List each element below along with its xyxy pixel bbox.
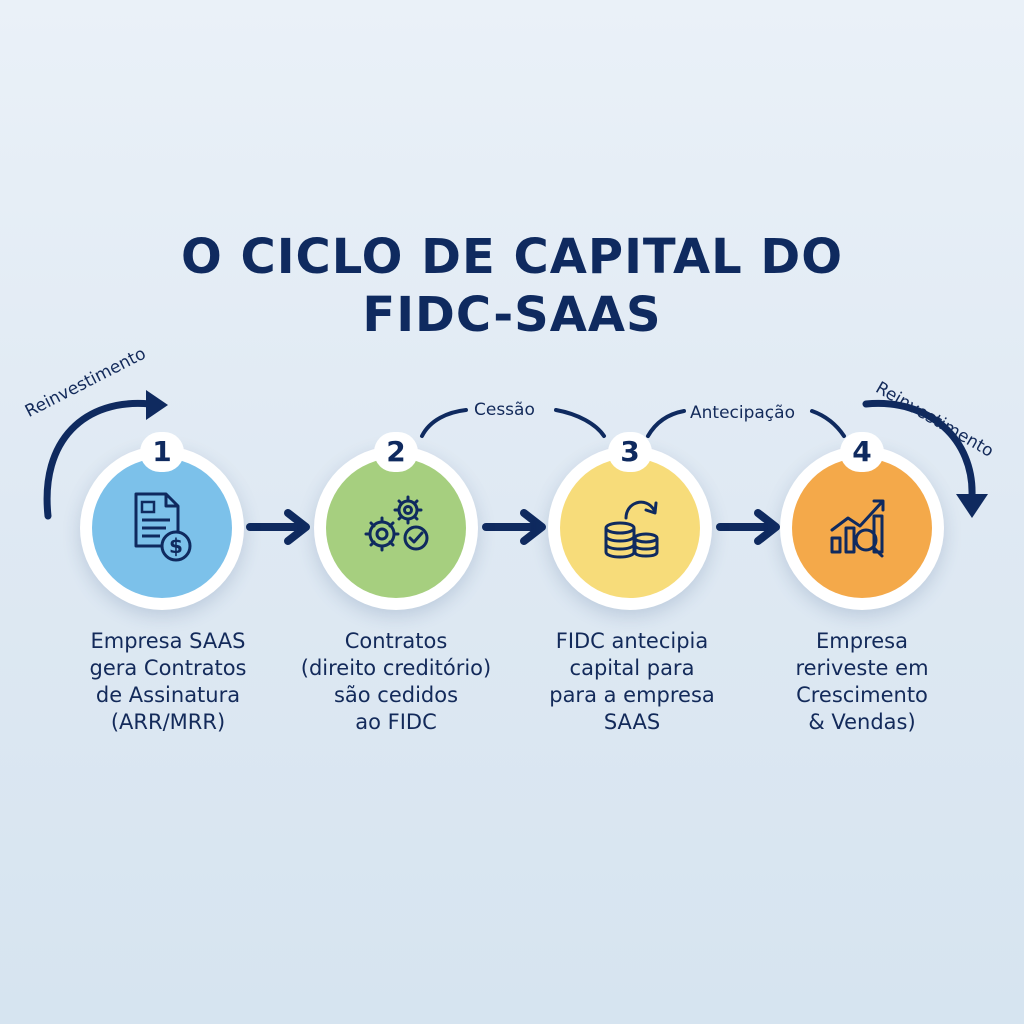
step-1-caption-line-3: de Assinatura bbox=[95, 683, 241, 707]
contract-dollar-icon: $ bbox=[134, 492, 192, 562]
step-4-caption-line-1: Empresa bbox=[816, 629, 908, 653]
step-4-caption-line-4: & Vendas) bbox=[808, 710, 916, 734]
gears-check-icon bbox=[364, 495, 429, 552]
step-4-disc: 4 bbox=[780, 432, 944, 610]
step-1-caption-line-4: (ARR/MRR) bbox=[110, 710, 226, 734]
step-3-fill bbox=[560, 458, 700, 598]
growth-chart-magnifier-icon bbox=[830, 499, 885, 558]
arrow-3-4 bbox=[716, 509, 780, 545]
antecipacao-label: Antecipação bbox=[690, 403, 795, 423]
step-3-caption: FIDC antecipia capital para para a empre… bbox=[512, 628, 752, 736]
step-2-caption-line-4: ao FIDC bbox=[355, 710, 437, 734]
step-2-disc: 2 bbox=[314, 432, 478, 610]
step-3-disc: 3 bbox=[548, 432, 712, 610]
title-line-2: FIDC-SAAS bbox=[362, 287, 662, 343]
step-1-number: 1 bbox=[140, 432, 184, 472]
step-2-caption-line-3: são cedidos bbox=[333, 683, 459, 707]
diagram-title: O CICLO DE CAPITAL DO FIDC-SAAS bbox=[0, 228, 1024, 344]
step-2-caption-line-1: Contratos bbox=[344, 629, 448, 653]
antecipacao-arc-left bbox=[646, 409, 686, 438]
cessao-arc-right bbox=[554, 408, 606, 438]
reinvest-left-arc bbox=[43, 399, 154, 520]
step-3-caption-line-2: capital para bbox=[569, 656, 695, 680]
reinvest-left-arrowhead bbox=[146, 390, 168, 420]
reinvest-right-arrowhead bbox=[956, 494, 988, 518]
arrow-1-2 bbox=[246, 509, 310, 545]
arrow-2-3 bbox=[482, 509, 546, 545]
step-3-caption-line-1: FIDC antecipia bbox=[555, 629, 709, 653]
step-4-caption-line-3: Crescimento bbox=[796, 683, 928, 707]
step-3-number: 3 bbox=[608, 432, 652, 472]
reinvest-right-arc bbox=[862, 399, 976, 500]
step-2-caption: Contratos (direito creditório) são cedid… bbox=[276, 628, 516, 736]
antecipacao-arc-right bbox=[810, 409, 846, 438]
step-2-fill bbox=[326, 458, 466, 598]
step-3-caption-line-3: para a empresa bbox=[549, 683, 715, 707]
step-4-fill bbox=[792, 458, 932, 598]
cessao-arc-left bbox=[420, 408, 468, 438]
title-line-1: O CICLO DE CAPITAL DO bbox=[180, 229, 844, 285]
cessao-label: Cessão bbox=[474, 400, 535, 420]
step-1-disc: 1 $ bbox=[80, 432, 244, 610]
step-2-number: 2 bbox=[374, 432, 418, 472]
step-2-caption-line-2: (direito creditório) bbox=[300, 656, 492, 680]
step-1-caption-line-1: Empresa SAAS bbox=[90, 629, 246, 653]
step-3-caption-line-4: SAAS bbox=[603, 710, 661, 734]
step-4-number: 4 bbox=[840, 432, 884, 472]
step-4-caption-line-2: reriveste em bbox=[795, 656, 929, 680]
coins-arrow-icon bbox=[604, 500, 659, 559]
step-1-caption: Empresa SAAS gera Contratos de Assinatur… bbox=[48, 628, 288, 736]
step-4-caption: Empresa reriveste em Crescimento & Venda… bbox=[742, 628, 982, 736]
svg-text:$: $ bbox=[169, 534, 183, 558]
step-1-caption-line-2: gera Contratos bbox=[89, 656, 247, 680]
